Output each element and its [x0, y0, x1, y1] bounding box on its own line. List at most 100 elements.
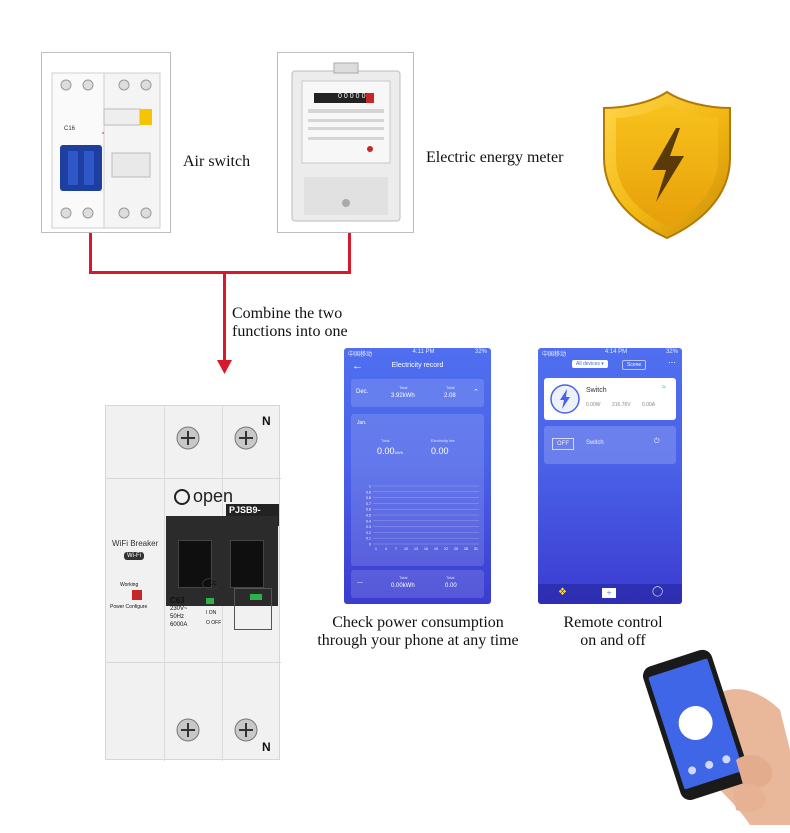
tab-all-devices-label: All devices — [576, 361, 600, 367]
brand-logo: open — [174, 486, 233, 507]
chart-x-tick: 4 — [385, 547, 387, 551]
air-switch-photo: C16 — [41, 52, 171, 233]
chart-y-tick: 0.5 — [366, 514, 371, 518]
meter-reading: 00000 — [338, 93, 368, 100]
fee-value: 0.00 — [431, 446, 449, 456]
breaking-capacity-label: 6000A — [170, 622, 188, 628]
clock: 4:11 PM — [412, 349, 435, 355]
frequency-label: 50Hz — [170, 614, 185, 620]
breaker-handle-right[interactable] — [230, 540, 264, 588]
terminal-screw-icon — [234, 426, 258, 450]
power-bolt-icon — [550, 384, 580, 414]
total1-label: Total — [399, 385, 408, 390]
wire-horizontal — [89, 271, 351, 274]
wire-right-vertical — [348, 233, 351, 273]
total1-value: 3.92kWh — [391, 393, 415, 399]
total3-label: Total — [381, 438, 390, 443]
energy-meter-photo: 00000 — [277, 52, 414, 233]
power-configure-label: Power Configure — [110, 604, 148, 610]
terminal-screw-icon — [176, 426, 200, 450]
tab-all-devices[interactable]: All devices ▾ — [572, 360, 608, 368]
clock: 4:14 PM — [604, 349, 628, 355]
profile-icon[interactable]: ◯ — [652, 586, 664, 597]
add-device-icon[interactable]: + — [602, 588, 616, 598]
chart-x-tick: 16 — [424, 547, 428, 551]
total5-label: Total — [446, 575, 455, 580]
terminal-screw-icon — [234, 718, 258, 742]
chart-y-tick: 1 — [369, 485, 371, 489]
product-name: WiFi Breaker — [112, 539, 159, 548]
air-switch-rating: C16 — [64, 126, 76, 132]
status-window-green-2 — [250, 594, 262, 600]
status-bar: 中国移动 4:14 PM 32% — [538, 348, 682, 358]
wire-left-vertical — [89, 233, 92, 273]
device1-power: 0.00W — [586, 402, 601, 408]
chart-x-tick: 13 — [414, 547, 418, 551]
screen-title: Electricity record — [391, 362, 444, 369]
status-window-green — [206, 598, 214, 604]
chart-x-tick: 19 — [434, 547, 438, 551]
remote-caption-line1: Remote control — [563, 614, 663, 631]
consumption-caption-line1: Check power consumption — [332, 614, 504, 631]
air-switch-label: Air switch — [183, 153, 251, 170]
device1-name: Switch — [586, 387, 607, 394]
device-list-screen: 中国移动 4:14 PM 32% All devices ▾ Scene ⋯ S… — [538, 348, 682, 604]
battery: 32% — [474, 349, 487, 355]
chevron-up-icon[interactable]: ⌃ — [473, 389, 479, 396]
carrier: 中国移动 — [542, 352, 567, 358]
device1-voltage: 216.76V — [612, 402, 631, 408]
chart-x-tick: 28 — [464, 547, 468, 551]
more-menu-icon[interactable]: ⋯ — [668, 358, 676, 367]
chart-y-tick: 0.2 — [366, 531, 371, 535]
chart-y-tick: 0.3 — [366, 525, 371, 529]
wifi-breaker: N open PJSB9-80Z WiFi Breaker Wi-Fi Work… — [105, 405, 281, 761]
device-card-switch-off[interactable]: OFF Switch ⏻ — [544, 426, 676, 464]
chart-x-tick: 31 — [474, 547, 478, 551]
chart-x-tick: 25 — [454, 547, 458, 551]
battery: 32% — [665, 349, 678, 355]
chart-x-tick: 1 — [375, 547, 377, 551]
working-indicator — [132, 590, 142, 600]
working-label: Working — [120, 582, 139, 588]
combine-label-line1: Combine the two — [232, 305, 343, 322]
terminal-label-top: N — [262, 414, 271, 428]
bottom-nav: ❖ + ◯ — [538, 584, 682, 604]
chart-y-tick: 0.8 — [366, 496, 371, 500]
remote-caption-line2: on and off — [580, 632, 646, 649]
arrow-down-icon — [217, 360, 232, 374]
energy-meter-label: Electric energy meter — [426, 149, 564, 166]
wire-down — [223, 273, 226, 363]
back-arrow-icon[interactable]: ← — [352, 360, 363, 372]
off-label: O OFF — [206, 620, 222, 626]
total4-label: Total — [399, 575, 408, 580]
circuit-diagram — [234, 588, 272, 630]
row-dash: --- — [357, 580, 363, 586]
chart-x-tick: 10 — [404, 547, 408, 551]
air-switch-image — [51, 72, 161, 229]
lightning-shield-icon — [603, 90, 731, 240]
phone-on-button-label: ON — [710, 707, 719, 713]
brand-name: open — [193, 486, 234, 506]
home-icon[interactable]: ❖ — [558, 587, 567, 598]
ccc-mark: CCC — [202, 578, 219, 590]
other-month-row[interactable]: --- Total 0.00kWh Total 0.00 — [351, 570, 484, 598]
hand-holding-phone-image — [642, 649, 790, 825]
terminal-label-bottom: N — [262, 740, 271, 754]
power-toggle-icon[interactable]: ⏻ — [654, 438, 660, 445]
fee-label: Electricity fee — [431, 438, 455, 443]
month-row[interactable]: Dec. Total 3.92kWh Total 2.08 ⌃ — [351, 379, 484, 407]
total3-unit: kWh — [395, 450, 403, 455]
rating-label: C63 — [170, 596, 185, 605]
tab-scene[interactable]: Scene — [622, 360, 647, 370]
device1-current: 0.00A — [642, 402, 656, 408]
chart-y-tick: 0.1 — [366, 537, 371, 541]
chart-y-tick: 0.6 — [366, 508, 371, 512]
chart-y-tick: 0.4 — [366, 519, 371, 523]
terminal-screw-icon — [176, 718, 200, 742]
chart-x-tick: 22 — [444, 547, 448, 551]
device-card-switch-on[interactable]: Switch 0.00W 216.76V 0.00A ≈ — [544, 378, 676, 420]
month-detail-card: Jan. Total 0.00 kWh Electricity fee 0.00… — [351, 414, 484, 566]
chart-y-tick: 0 — [369, 543, 371, 547]
combine-label-line2: functions into one — [232, 323, 348, 340]
wifi-badge: Wi-Fi — [124, 552, 144, 560]
